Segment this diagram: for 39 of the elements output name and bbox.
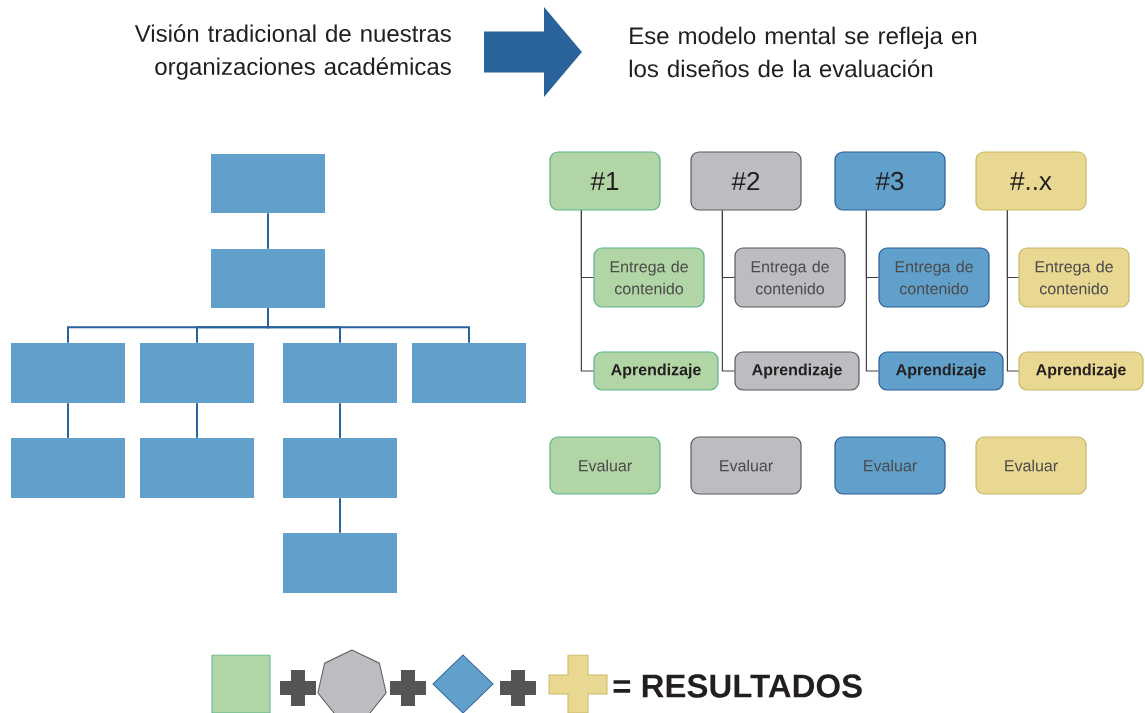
connector-line [721, 210, 735, 372]
connector-line [865, 210, 879, 372]
connector-line [339, 402, 341, 439]
org-box [11, 343, 125, 403]
org-box [140, 438, 254, 498]
org-box [283, 533, 397, 593]
connector-line [267, 212, 269, 250]
header-box: #3 [834, 151, 946, 211]
heading-text: Visión tradicional de nuestras organizaciones académicas [134, 24, 451, 80]
connector-line [196, 402, 198, 439]
evaluate-box: Evaluar [834, 436, 946, 495]
connector-line [67, 402, 69, 439]
org-box [283, 438, 397, 498]
connector-line [339, 497, 341, 534]
org-box [140, 343, 254, 403]
connector-line [267, 307, 470, 344]
content-box: Entrega de contenido [734, 247, 846, 308]
org-box [211, 249, 325, 308]
connector-line [1006, 210, 1019, 372]
learning-box: Aprendizaje [1018, 351, 1144, 391]
heading-text: Ese modelo mental se refleja en los diseños de la evaluación [629, 26, 977, 78]
learning-box: Aprendizaje [593, 351, 719, 391]
content-box: Entrega de contenido [878, 247, 990, 308]
content-box: Entrega de contenido [593, 247, 705, 308]
connector-line [580, 210, 594, 372]
org-box [283, 343, 397, 403]
content-box: Entrega de contenido [1018, 247, 1130, 308]
org-box [412, 343, 526, 403]
header-box: #..x [975, 151, 1087, 211]
org-box [211, 154, 325, 213]
evaluate-box: Evaluar [975, 436, 1087, 495]
learning-box: Aprendizaje [734, 351, 860, 391]
header-box: #2 [690, 151, 802, 211]
learning-box: Aprendizaje [878, 351, 1004, 391]
org-box [11, 438, 125, 498]
result-text: = RESULTADOS [613, 674, 862, 698]
header-box: #1 [549, 151, 661, 211]
evaluate-box: Evaluar [549, 436, 661, 495]
evaluate-box: Evaluar [690, 436, 802, 495]
